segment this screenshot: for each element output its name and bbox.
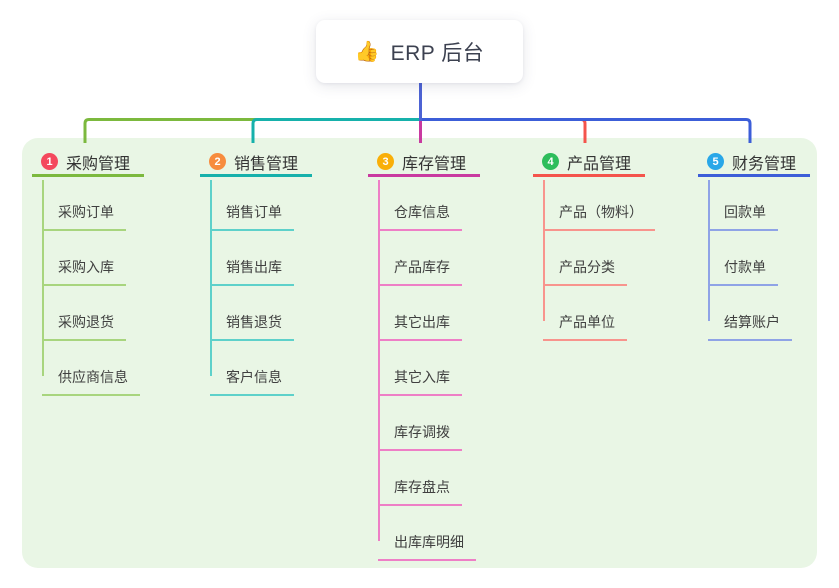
branch-vertical-line: [42, 180, 44, 376]
branch-label: 采购管理: [66, 155, 131, 173]
branch-vertical-line: [543, 180, 545, 321]
branch-label: 销售管理: [234, 155, 299, 173]
branch-node-4[interactable]: 4 产品管理: [533, 149, 645, 177]
branch-number-badge: 4: [542, 153, 559, 170]
branch-node-2[interactable]: 2 销售管理: [200, 149, 312, 177]
root-node[interactable]: 👍 ERP 后台: [316, 20, 523, 83]
mindmap-item-node[interactable]: 销售出库: [210, 257, 294, 286]
thumbs-up-icon: 👍: [354, 40, 380, 63]
mindmap-item-node[interactable]: 采购入库: [42, 257, 126, 286]
mindmap-item-node[interactable]: 产品单位: [543, 312, 627, 341]
branch-number-badge: 5: [707, 153, 724, 170]
branch-number-badge: 2: [209, 153, 226, 170]
mindmap-item-node[interactable]: 采购订单: [42, 202, 126, 231]
branch-node-1[interactable]: 1 采购管理: [32, 149, 144, 177]
mindmap-item-node[interactable]: 回款单: [708, 202, 778, 231]
mindmap-item-node[interactable]: 产品分类: [543, 257, 627, 286]
branch-column: 4 产品管理产品（物料） 产品分类产品单位: [533, 149, 655, 341]
branch-label: 库存管理: [402, 155, 467, 173]
connector-path: [420, 118, 587, 143]
branch-number-badge: 1: [41, 153, 58, 170]
connector-path: [251, 118, 420, 143]
branch-node-5[interactable]: 5 财务管理: [698, 149, 810, 177]
mindmap-item-node[interactable]: 付款单: [708, 257, 778, 286]
branch-node-3[interactable]: 3 库存管理: [368, 149, 480, 177]
mindmap-item-node[interactable]: 产品库存: [378, 257, 462, 286]
branch-label: 产品管理: [567, 155, 632, 173]
mindmap-item-node[interactable]: 其它出库: [378, 312, 462, 341]
mindmap-item-node[interactable]: 结算账户: [708, 312, 792, 341]
mindmap-item-node[interactable]: 供应商信息: [42, 367, 140, 396]
branch-vertical-line: [378, 180, 380, 541]
branch-column: 3 库存管理仓库信息产品库存其它出库其它入库库存调拨库存盘点出库库明细: [368, 149, 480, 561]
branch-number-badge: 3: [377, 153, 394, 170]
mindmap-item-node[interactable]: 产品（物料）: [543, 202, 655, 231]
branch-column: 2 销售管理销售订单销售出库销售退货客户信息: [200, 149, 312, 396]
mindmap-item-node[interactable]: 仓库信息: [378, 202, 462, 231]
root-node-label: ERP 后台: [390, 41, 485, 65]
mindmap-item-node[interactable]: 库存调拨: [378, 422, 462, 451]
branch-group-panel: [22, 138, 817, 568]
connector-path: [420, 118, 752, 143]
mindmap-item-node[interactable]: 客户信息: [210, 367, 294, 396]
branch-vertical-line: [708, 180, 710, 321]
branch-column: 5 财务管理回款单付款单结算账户: [698, 149, 810, 341]
mindmap-item-node[interactable]: 库存盘点: [378, 477, 462, 506]
branch-column: 1 采购管理采购订单采购入库采购退货供应商信息: [32, 149, 144, 396]
branch-label: 财务管理: [732, 155, 797, 173]
mindmap-item-node[interactable]: 采购退货: [42, 312, 126, 341]
mindmap-item-node[interactable]: 销售退货: [210, 312, 294, 341]
mindmap-item-node[interactable]: 其它入库: [378, 367, 462, 396]
connector-path: [83, 118, 420, 143]
mindmap-item-node[interactable]: 销售订单: [210, 202, 294, 231]
branch-vertical-line: [210, 180, 212, 376]
mindmap-item-node[interactable]: 出库库明细: [378, 532, 476, 561]
